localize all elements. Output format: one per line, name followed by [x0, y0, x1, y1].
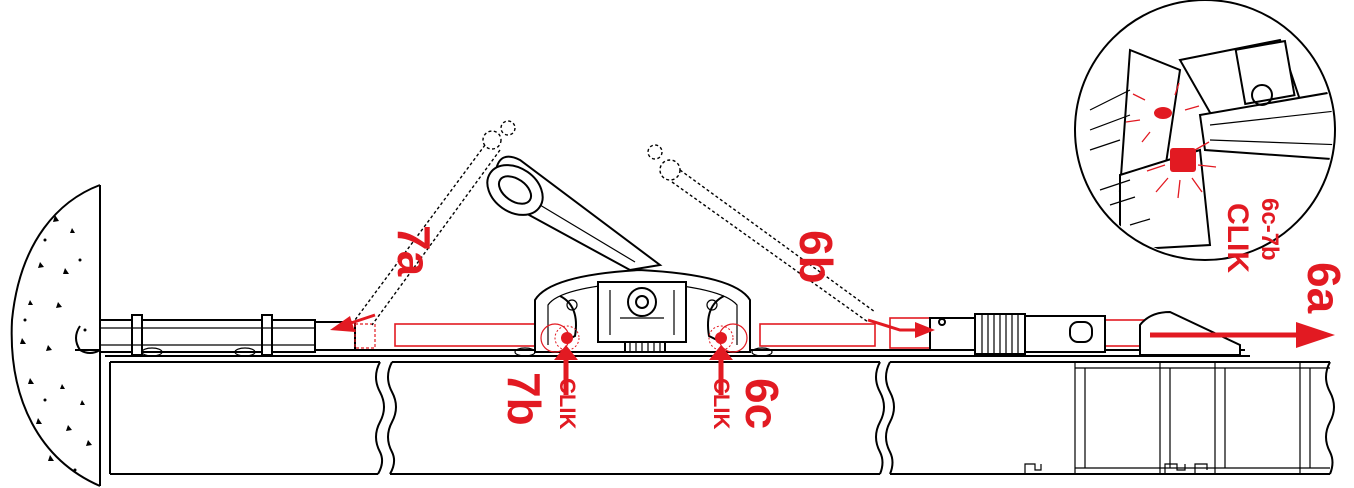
- label-detail-clik: CLIK: [1221, 203, 1254, 273]
- ghost-rod-7a: [354, 120, 516, 326]
- label-detail-ref: 6c-7b: [1256, 198, 1283, 261]
- lock-body: [514, 268, 773, 357]
- click-point-7b: [540, 323, 580, 353]
- bolt-assembly: [929, 310, 1241, 356]
- label-6b: 6b: [790, 230, 842, 284]
- label-clik-6c: CLIK: [709, 378, 734, 429]
- arrow-7b: [554, 345, 578, 395]
- arrow-6c: [709, 345, 733, 395]
- arrow-6a: [1150, 322, 1335, 348]
- concrete-wall: [10, 184, 101, 487]
- frame-profile-right: [885, 361, 1335, 475]
- label-7b: 7b: [498, 372, 550, 426]
- lock-handle: [486, 155, 663, 272]
- ghost-rod-6b: [647, 144, 876, 323]
- frame-profile-middle: [387, 361, 885, 475]
- label-7a: 7a: [388, 225, 440, 277]
- arrow-6b: [867, 318, 935, 338]
- frame-profile-left: [109, 361, 385, 475]
- label-6c: 6c: [736, 378, 788, 429]
- arrow-7a: [330, 313, 376, 332]
- click-point-6c: [708, 323, 748, 353]
- detail-magnifier: [1074, 0, 1336, 261]
- label-6a: 6a: [1298, 262, 1350, 314]
- left-bar: [99, 314, 376, 357]
- label-clik-7b: CLIK: [555, 378, 580, 429]
